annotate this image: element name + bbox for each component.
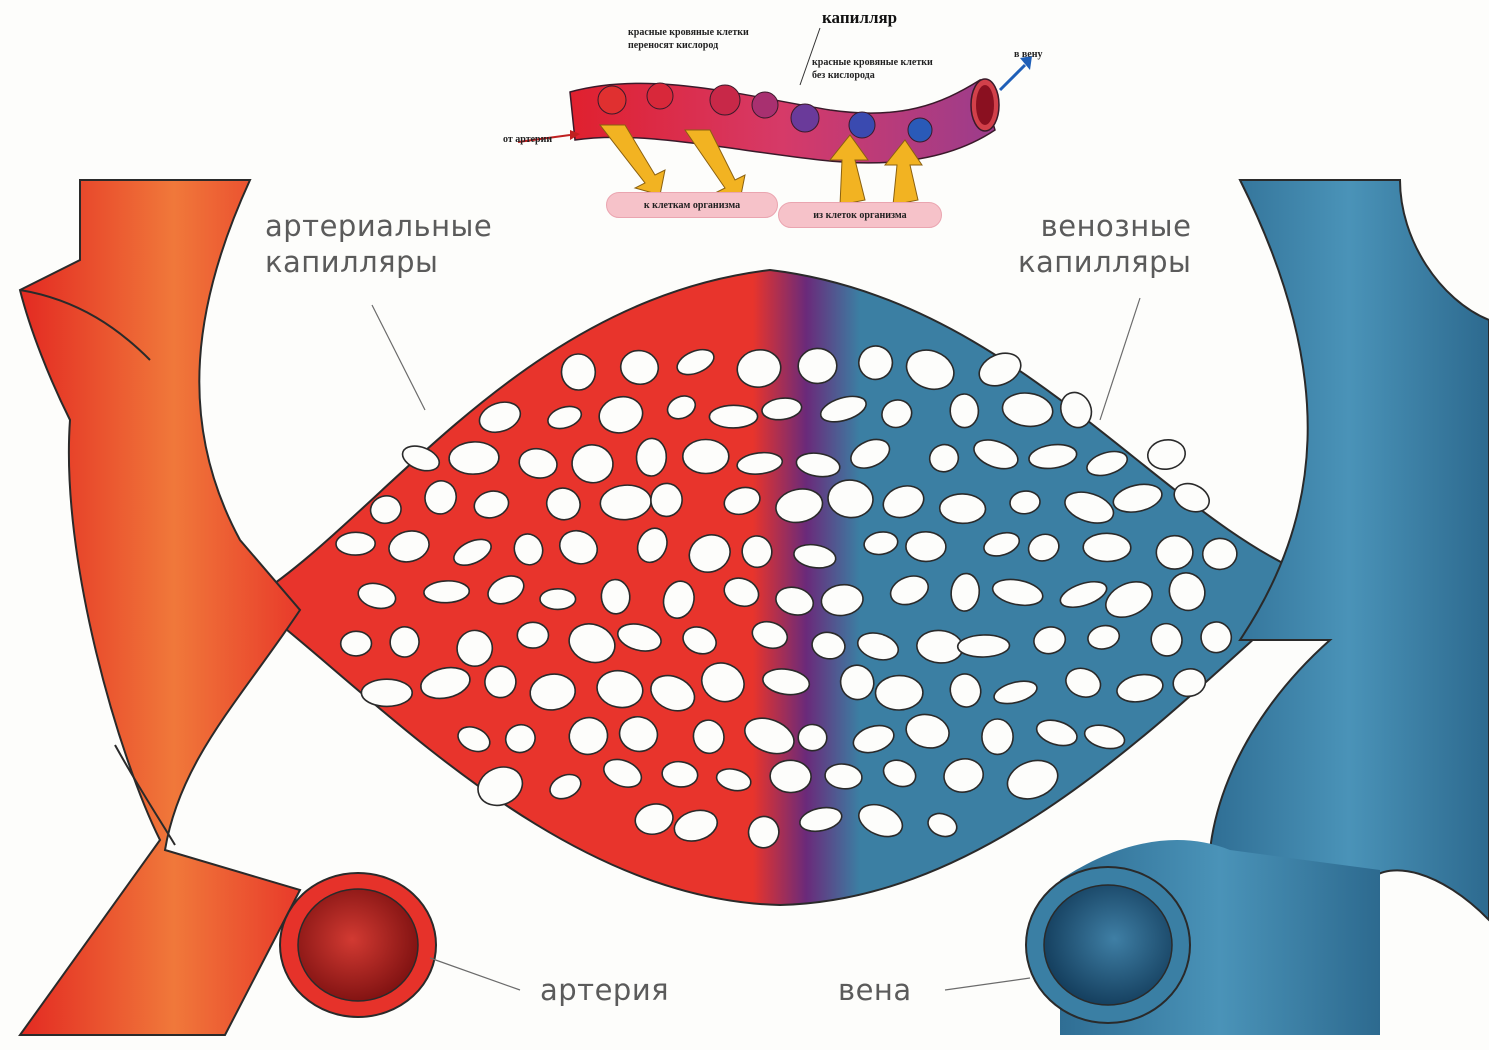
capillary-mesh-gap xyxy=(636,438,668,477)
rbc-without-oxygen-label: красные кровяные клетки без кислорода xyxy=(812,56,933,82)
artery-vessel xyxy=(20,180,300,1035)
rbc-without-oxygen-line-2: без кислорода xyxy=(812,69,933,82)
capillary-mesh-gap xyxy=(982,719,1013,755)
rbc-with-oxygen-line-1: красные кровяные клетки xyxy=(628,26,749,39)
capillary-mesh-gap xyxy=(361,679,412,706)
rbc-with-oxygen-label: красные кровяные клетки переносят кислор… xyxy=(628,26,749,52)
capillary-mesh-gap xyxy=(939,493,986,524)
capillary-mesh-gap xyxy=(683,439,729,473)
arterial-capillaries-label: артериальные капилляры xyxy=(265,208,492,280)
from-artery-label: от артерии xyxy=(503,133,552,146)
capillary-network xyxy=(250,270,1320,905)
capillary-mesh-gap xyxy=(709,405,757,428)
capillary-mesh-gap xyxy=(340,631,371,656)
capillary-mesh-gap xyxy=(957,634,1009,657)
capillary-mesh-gap xyxy=(517,622,548,648)
rbc-without-oxygen-line-1: красные кровяные клетки xyxy=(812,56,933,69)
capillary-mesh-gap xyxy=(561,354,596,391)
arterial-capillaries-line-1: артериальные xyxy=(265,208,492,244)
artery-cross-section xyxy=(280,873,436,1017)
capillary-mesh-gap xyxy=(797,348,837,385)
venous-capillaries-line-2: капилляры xyxy=(1018,244,1191,280)
capillary-mesh-gap xyxy=(875,675,923,711)
capillary-mesh-gap xyxy=(540,589,576,610)
capillary-mesh-gap xyxy=(950,393,980,428)
capillary-mesh-gap xyxy=(336,532,376,555)
venous-capillaries-line-1: венозные xyxy=(1018,208,1191,244)
capillary-mesh-gap xyxy=(769,760,811,794)
capillary-mesh-gap xyxy=(1156,535,1194,570)
venous-capillaries-label: венозные капилляры xyxy=(1018,208,1191,280)
capillary-mesh-gap xyxy=(1083,533,1131,562)
capillary-mesh-gap xyxy=(906,531,947,562)
from-body-cells-pill: из клеток организма xyxy=(778,202,942,228)
rbc-with-oxygen-line-2: переносят кислород xyxy=(628,39,749,52)
to-body-cells-pill: к клеткам организма xyxy=(606,192,778,218)
artery-label: артерия xyxy=(540,972,669,1008)
arterial-capillaries-line-2: капилляры xyxy=(265,244,492,280)
inset-title: капилляр xyxy=(822,8,897,28)
to-vein-label: в вену xyxy=(1014,48,1043,61)
vein-cross-section xyxy=(1026,867,1190,1023)
vein-label: вена xyxy=(838,972,912,1008)
capillary-mesh-gap xyxy=(1146,437,1188,471)
